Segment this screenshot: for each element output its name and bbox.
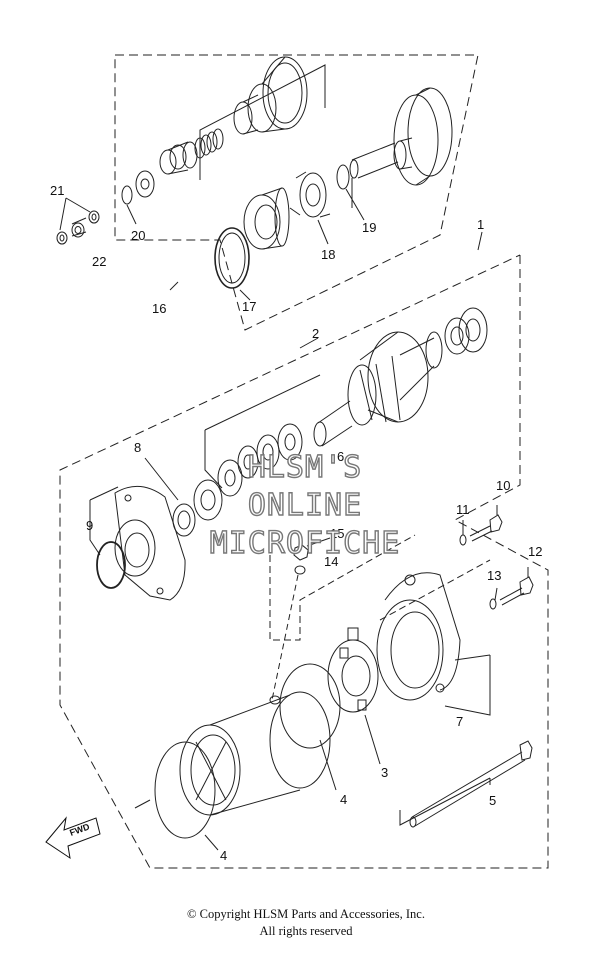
group-16-boundary <box>114 54 479 331</box>
callout-14: 14 <box>324 554 338 569</box>
rights-text: All rights reserved <box>259 924 353 938</box>
bolt-12 <box>489 576 534 610</box>
callout-17: 17 <box>242 299 256 314</box>
brush-holder-3 <box>327 627 379 713</box>
rear-cover-7 <box>376 572 461 701</box>
watermark-line-3: MICROFICHE <box>210 526 401 561</box>
callout-8: 8 <box>134 440 141 455</box>
watermark-line-1: HLSM'S <box>248 450 362 485</box>
copyright-text: © Copyright HLSM Parts and Accessories, … <box>187 907 425 921</box>
callout-2: 2 <box>312 326 319 341</box>
washer-spacer <box>135 141 198 198</box>
o-ring-14 <box>294 565 306 575</box>
callout-15: 15 <box>330 526 344 541</box>
washer-set-22 <box>56 210 100 245</box>
callout-13: 13 <box>487 568 501 583</box>
callout-12: 12 <box>528 544 542 559</box>
callout-4a: 4 <box>340 792 347 807</box>
callout-4b: 4 <box>220 848 227 863</box>
callout-7: 7 <box>456 714 463 729</box>
washer-set-6 <box>217 423 303 497</box>
callout-6: 6 <box>337 449 344 464</box>
snap-ring-20 <box>121 185 133 205</box>
through-bolt-5 <box>409 740 533 828</box>
spring <box>194 128 224 159</box>
callout-20: 20 <box>131 228 145 243</box>
snap-ring-19 <box>336 164 350 190</box>
front-cover-9 <box>96 486 186 601</box>
callout-22: 22 <box>92 254 106 269</box>
bolt-boundary <box>379 559 491 621</box>
footer: © Copyright HLSM Parts and Accessories, … <box>0 906 612 940</box>
callout-21: 21 <box>50 183 64 198</box>
callout-16: 16 <box>152 301 166 316</box>
callout-19: 19 <box>362 220 376 235</box>
callout-18: 18 <box>321 247 335 262</box>
gasket-4-rear <box>279 663 341 749</box>
callout-1: 1 <box>477 217 484 232</box>
pinion-gear <box>233 56 308 135</box>
callout-10: 10 <box>496 478 510 493</box>
callout-11: 11 <box>456 502 470 517</box>
group-1-boundary <box>59 254 549 869</box>
gasket-4-front <box>154 741 216 839</box>
bearing-8 <box>172 479 223 537</box>
bolt-10 <box>459 514 503 546</box>
gear-shaft <box>349 87 453 186</box>
armature-2 <box>313 307 488 447</box>
nut-15 <box>293 544 309 561</box>
clutch-housing <box>243 187 290 250</box>
callout-5: 5 <box>489 793 496 808</box>
fwd-arrow-icon: FWD <box>45 816 101 860</box>
callout-3: 3 <box>381 765 388 780</box>
yoke-4 <box>179 691 331 816</box>
inner-boundary <box>269 534 416 641</box>
bearing-ring-17 <box>214 227 250 289</box>
callout-9: 9 <box>86 518 93 533</box>
retainer-18 <box>289 171 331 218</box>
watermark-line-2: ONLINE <box>248 488 362 523</box>
